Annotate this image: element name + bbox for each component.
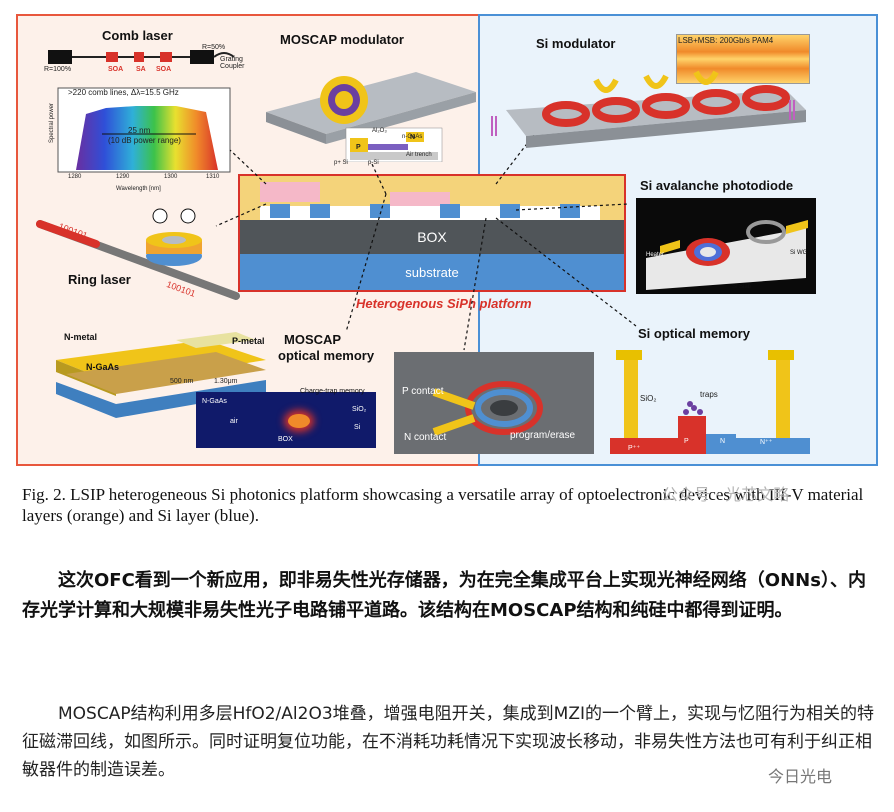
si-modulator-title: Si modulator xyxy=(536,36,616,51)
comb-spectrum xyxy=(57,87,231,173)
memory-label-ngaas: N-GaAs xyxy=(86,362,120,372)
memory-label-sio2: SiO₂ xyxy=(352,406,367,413)
moscap-label-n: N xyxy=(410,134,416,141)
si-memory-p: P xyxy=(684,438,689,445)
paragraph-2: MOSCAP结构利用多层HfO2/Al2O3堆叠，增强电阻开关，集成到MZI的一… xyxy=(22,704,874,780)
moscap-memory-title-2: optical memory xyxy=(278,348,375,363)
moscap-label-al2o3: Al₂O₃ xyxy=(372,128,387,134)
comb-soa-1: SOA xyxy=(108,66,124,73)
si-memory-npp: N⁺⁺ xyxy=(760,439,773,446)
si-memory-n: N xyxy=(720,438,726,445)
si-memory-title: Si optical memory xyxy=(638,326,750,341)
moscap-label-p: P xyxy=(356,144,361,151)
comb-tick-1: 1280 xyxy=(68,174,82,180)
memory-label-charge-trap: Charge-trap memory xyxy=(300,388,365,395)
moscap-label-air: Air trench xyxy=(406,152,432,158)
comb-sa: SA xyxy=(136,66,146,73)
comb-r-right: R=50% xyxy=(202,44,226,51)
si-memory-program-erase: program/erase xyxy=(510,430,576,441)
moscap-modulator-title: MOSCAP modulator xyxy=(280,32,404,47)
watermark-top: 公众号 · 光芯文略 xyxy=(662,485,790,504)
moscap-label-ngaas: n-GaAs xyxy=(402,134,423,140)
watermark-bottom: 今日光电 xyxy=(768,767,833,786)
si-apd-title: Si avalanche photodiode xyxy=(640,178,794,193)
memory-mode-plot xyxy=(196,392,376,448)
memory-label-si: Si xyxy=(354,424,361,431)
comb-laser-schematic xyxy=(48,50,235,64)
comb-tick-4: 1310 xyxy=(206,174,220,180)
comb-span-label: 25 nm xyxy=(128,126,151,135)
si-apd-heater: Heater xyxy=(646,252,665,258)
moscap-memory-title-1: MOSCAP xyxy=(284,332,342,347)
comb-laser-title: Comb laser xyxy=(102,28,173,43)
siph-platform-stack: BOX substrate xyxy=(238,174,626,292)
si-memory-n-contact: N contact xyxy=(404,432,447,443)
si-apd-ring xyxy=(646,220,808,290)
comb-lines-label: >220 comb lines, Δλ=15.5 GHz xyxy=(68,88,179,97)
memory-label-500nm: 500 nm xyxy=(170,378,194,385)
si-memory-p-contact: P contact xyxy=(402,386,444,397)
memory-label-ngaas-2: N-GaAs xyxy=(202,398,227,405)
moscap-modulator-illustration xyxy=(266,72,476,162)
comb-tick-2: 1290 xyxy=(116,174,130,180)
substrate-layer: substrate xyxy=(240,254,624,290)
memory-label-box: BOX xyxy=(278,436,293,443)
memory-label-air: air xyxy=(230,418,238,425)
comb-tick-3: 1300 xyxy=(164,174,178,180)
si-memory-crosssection xyxy=(610,350,810,454)
si-memory-ppp: P⁺⁺ xyxy=(628,445,641,452)
comb-grating-label: Grating Coupler xyxy=(220,56,245,70)
comb-span-note: (10 dB power range) xyxy=(108,136,181,145)
si-modulator-inset-label: LSB+MSB: 200Gb/s PAM4 xyxy=(678,36,774,45)
comb-soa-2: SOA xyxy=(156,66,172,73)
comb-xlabel: Wavelength [nm] xyxy=(116,186,161,192)
moscap-label-psi: p-Si xyxy=(368,160,379,166)
si-apd-wg: Si WG xyxy=(790,250,808,256)
si-memory-traps: traps xyxy=(700,390,718,399)
ring-laser-illustration xyxy=(36,208,240,300)
ring-laser-title: Ring laser xyxy=(68,272,131,287)
si-apd-slab: Si Slab xyxy=(732,284,752,290)
figure: Comb laser R=100% R=50% SOA SA SOA Grati… xyxy=(16,14,878,466)
si-modulator-illustration xyxy=(491,70,806,148)
si-memory-ring xyxy=(432,381,543,436)
moscap-label-psi-plus: p+ Si xyxy=(334,160,348,166)
moscap-memory-illustration xyxy=(56,332,266,418)
memory-label-n-metal: N-metal xyxy=(64,332,98,342)
platform-caption: Heterogenous SiPh platform xyxy=(356,296,532,311)
memory-label-p-metal: P-metal xyxy=(232,336,265,346)
si-memory-sio2: SiO₂ xyxy=(640,394,657,403)
memory-label-130um: 1.30μm xyxy=(214,378,238,385)
paragraph-1: 这次OFC看到一个新应用，即非易失性光存储器，为在完全集成平台上实现光神经网络（… xyxy=(22,570,866,621)
figure-caption: Fig. 2. LSIP heterogeneous Si photonics … xyxy=(22,485,864,525)
comb-r-left: R=100% xyxy=(44,66,72,73)
box-layer: BOX xyxy=(240,220,624,254)
